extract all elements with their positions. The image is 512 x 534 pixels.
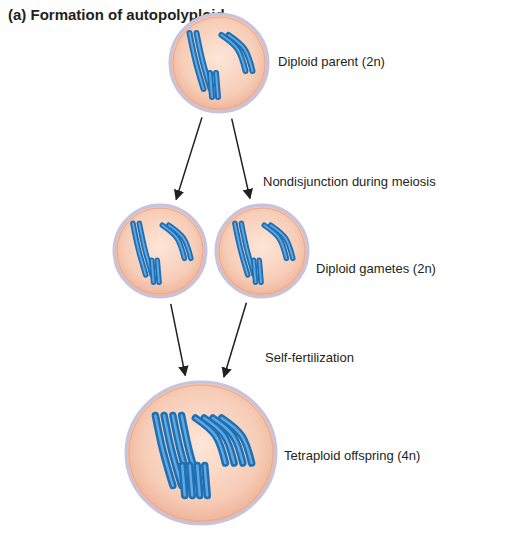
chromosome-highlight xyxy=(157,260,159,282)
cell-label: Diploid gametes (2n) xyxy=(316,261,436,276)
chromosome-highlight xyxy=(222,418,252,463)
cell-membrane xyxy=(126,382,276,524)
chromosome xyxy=(169,225,191,258)
chromosome xyxy=(229,35,253,71)
cell-membrane-inner xyxy=(219,208,305,294)
chromosome xyxy=(197,466,200,496)
cell-outline xyxy=(168,12,270,114)
arrow-label: Nondisjunction during meiosis xyxy=(263,174,436,189)
cell-membrane-inner xyxy=(129,385,273,521)
chromosome xyxy=(205,466,208,496)
cell-membrane xyxy=(216,205,308,297)
chromosome-highlight xyxy=(254,260,256,282)
chromosome xyxy=(190,466,193,496)
cell-label: Tetraploid offspring (4n) xyxy=(284,448,420,463)
cell-outline xyxy=(214,203,310,299)
chromosome xyxy=(222,418,252,463)
arrow xyxy=(176,117,202,199)
chromosome xyxy=(271,225,293,258)
chromosome-highlight xyxy=(216,73,218,97)
cell-membrane-inner xyxy=(173,17,265,109)
chromosome xyxy=(210,73,212,97)
cell-outline xyxy=(124,380,278,526)
cell xyxy=(112,203,208,299)
arrow xyxy=(232,119,250,199)
chromosome-highlight xyxy=(229,35,253,71)
cell-membrane xyxy=(170,14,268,112)
chromosome-highlight xyxy=(182,466,185,496)
chromosome-highlight xyxy=(197,466,200,496)
cell: Diploid parent (2n) xyxy=(168,12,270,114)
chromosome-highlight xyxy=(190,466,193,496)
chromosome-highlight xyxy=(205,466,208,496)
cell-outline xyxy=(112,203,208,299)
chromosome xyxy=(182,466,185,496)
arrow-label: Self-fertilization xyxy=(265,350,354,365)
cell-membrane xyxy=(114,205,206,297)
chromosome xyxy=(216,73,218,97)
chromosome xyxy=(152,260,154,282)
chromosome-highlight xyxy=(152,260,154,282)
chromosome xyxy=(259,260,261,282)
cell: Tetraploid offspring (4n) xyxy=(124,380,278,526)
chromosome-highlight xyxy=(271,225,293,258)
chromosome-highlight xyxy=(210,73,212,97)
cell: Diploid gametes (2n) xyxy=(214,203,310,299)
chromosome xyxy=(254,260,256,282)
chromosome xyxy=(157,260,159,282)
cell-membrane-inner xyxy=(117,208,203,294)
cell-label: Diploid parent (2n) xyxy=(278,54,385,69)
arrow xyxy=(171,304,186,376)
arrow xyxy=(224,303,246,377)
chromosome-highlight xyxy=(169,225,191,258)
chromosome-highlight xyxy=(259,260,261,282)
